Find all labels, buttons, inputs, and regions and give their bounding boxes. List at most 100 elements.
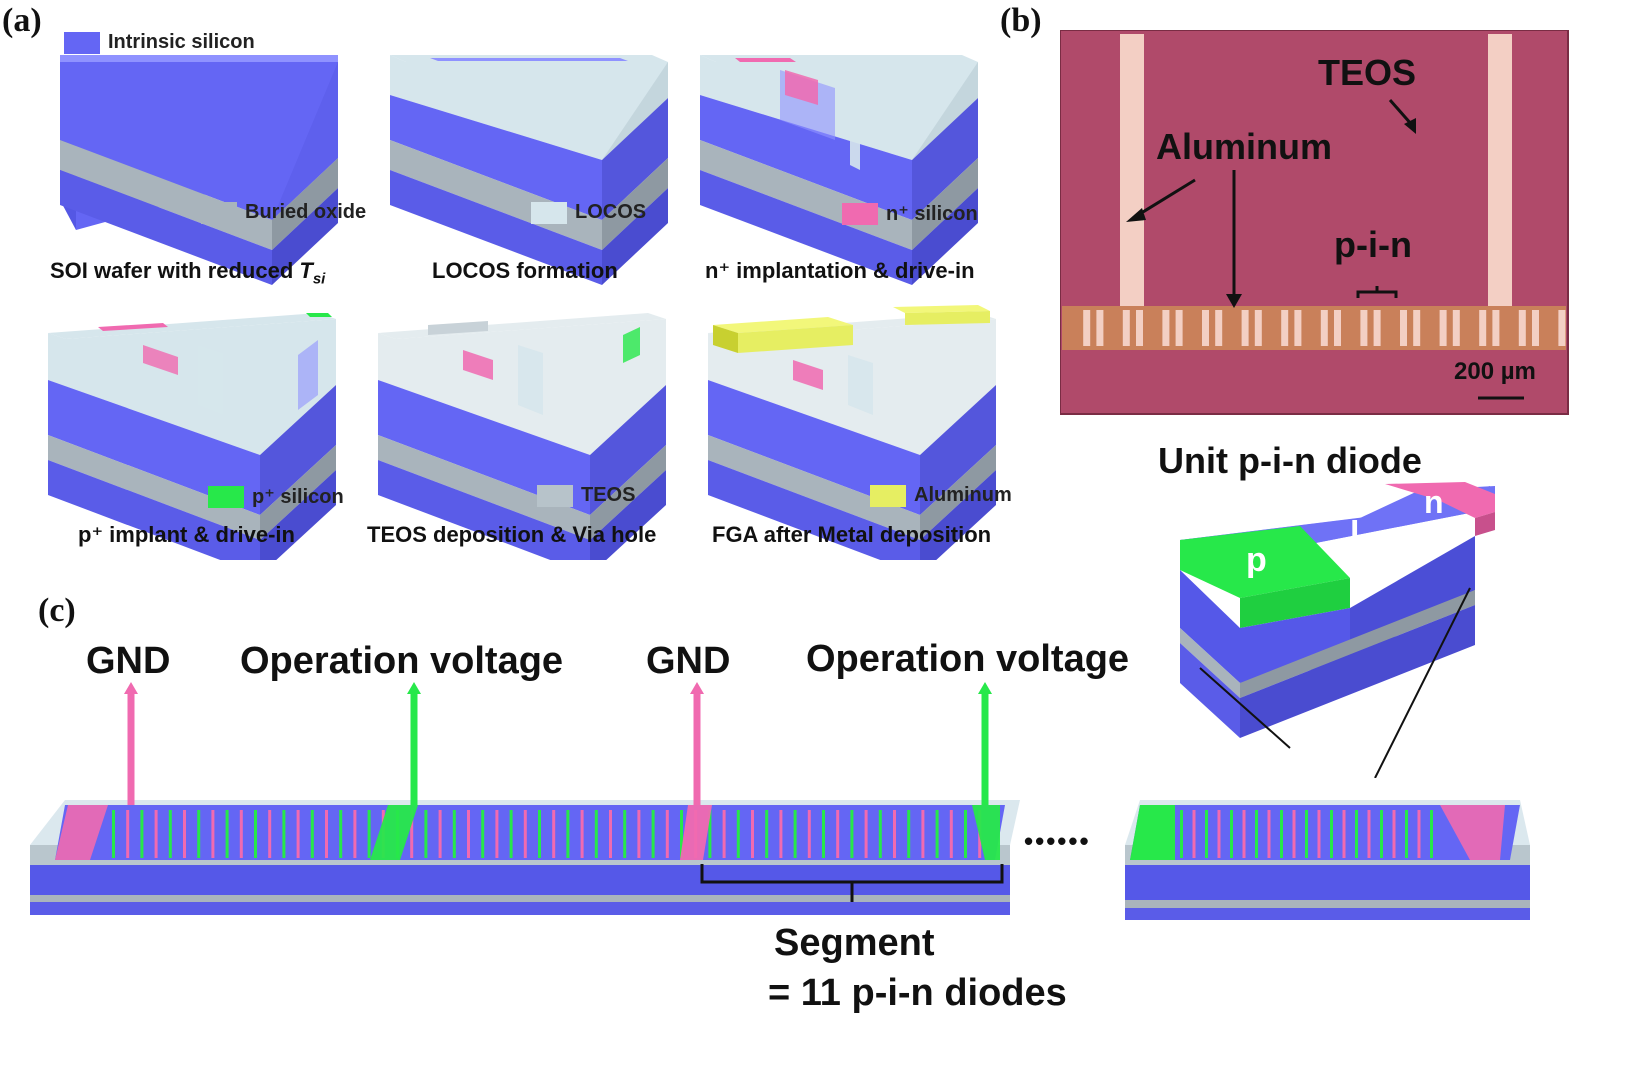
caption-step-3: n⁺ implantation & drive-in: [705, 258, 975, 283]
micrograph-stripe: [1452, 310, 1460, 346]
diode-stripe: [481, 810, 485, 858]
intrinsic-stripe: [215, 810, 223, 858]
diode-stripe: [850, 810, 854, 858]
micrograph-stripe: [1162, 310, 1170, 346]
intrinsic-stripe: [911, 810, 919, 858]
intrinsic-stripe: [158, 810, 166, 858]
op-voltage-label-1: Operation voltage: [240, 640, 564, 682]
intrinsic-stripe: [655, 810, 663, 858]
caption-step-5: TEOS deposition & Via hole: [367, 522, 657, 547]
intrinsic-stripe: [641, 810, 649, 858]
intrinsic-stripe: [882, 810, 890, 858]
intrinsic-stripe: [897, 810, 904, 858]
diode-stripe: [907, 810, 911, 858]
micrograph-stripe: [1281, 310, 1289, 346]
diode-stripe: [168, 810, 172, 858]
diode-stripe: [282, 810, 286, 858]
diode-stripe: [1392, 810, 1396, 858]
diode-stripe: [651, 810, 655, 858]
diode-stripe: [1367, 810, 1371, 858]
segment-label-line-2: = 11 p-i-n diodes: [768, 972, 1067, 1014]
diode-stripe: [225, 810, 229, 858]
diode-stripe: [154, 810, 158, 858]
micrograph-stripe: [1492, 310, 1500, 346]
diode-stripe: [1292, 810, 1296, 858]
micrograph-stripe: [1334, 310, 1341, 346]
diode-stripe: [467, 810, 470, 858]
intrinsic-stripe: [939, 810, 947, 858]
unit-i-label: i: [1350, 508, 1360, 546]
intrinsic-stripe: [556, 810, 564, 858]
intrinsic-stripe: [613, 810, 620, 858]
diode-stripe: [637, 810, 641, 858]
micrograph-stripe: [1083, 310, 1091, 346]
intrinsic-stripe: [300, 810, 308, 858]
diode-stripe: [211, 810, 215, 858]
unit-n-label: n: [1424, 484, 1444, 520]
legend-intrinsic: Intrinsic silicon: [64, 31, 255, 54]
micrograph-segment-stripes: [1083, 310, 1566, 346]
intrinsic-stripe: [357, 810, 365, 858]
intrinsic-stripe: [144, 810, 152, 858]
intrinsic-stripe: [542, 810, 549, 858]
step-1-soi-wafer: [60, 55, 338, 285]
swatch-teos: [537, 484, 573, 507]
diode-stripe: [1342, 810, 1346, 858]
diode-stripe: [424, 810, 428, 858]
swatch-aluminum: [870, 484, 906, 507]
diode-stripe: [1230, 810, 1233, 858]
process-steps-svg: [48, 55, 996, 560]
intrinsic-stripe: [428, 810, 436, 858]
micrograph-stripe: [1400, 310, 1407, 346]
swatch-locos: [531, 201, 567, 224]
diode-stripe: [1355, 810, 1358, 858]
intrinsic-stripe: [584, 810, 592, 858]
gnd-label-2: GND: [646, 640, 731, 682]
intrinsic-stripe: [811, 810, 819, 858]
intrinsic-stripe: [598, 810, 606, 858]
diode-stripe: [1255, 810, 1258, 858]
diode-stripe: [765, 810, 769, 858]
device-array-svg: [30, 682, 1530, 920]
diode-stripe: [410, 810, 414, 858]
intrinsic-stripe: [258, 810, 265, 858]
diode-stripe: [751, 810, 754, 858]
micrograph-stripe: [1413, 310, 1421, 346]
intrinsic-stripe: [130, 810, 138, 858]
diode-stripe: [964, 810, 967, 858]
diode-stripe: [1205, 810, 1208, 858]
diode-stripe: [126, 810, 130, 858]
micrograph-stripe: [1558, 310, 1566, 346]
segment-label-line-1: Segment: [774, 922, 935, 964]
intrinsic-stripe: [116, 810, 123, 858]
diode-stripe: [680, 810, 683, 858]
micrograph-stripe: [1254, 310, 1262, 346]
intrinsic-stripe: [229, 810, 237, 858]
unit-diode-title: Unit p-i-n diode: [1158, 440, 1422, 481]
intrinsic-stripe: [499, 810, 507, 858]
step-4-p-implant: [48, 313, 336, 560]
micrograph-stripe: [1479, 310, 1487, 346]
legend-locos: LOCOS: [531, 201, 646, 224]
micro-label-teos: TEOS: [1318, 52, 1417, 93]
intrinsic-stripe: [925, 810, 933, 858]
micrograph-stripe: [1518, 310, 1526, 346]
short-block-diode-stripes: [1180, 810, 1433, 858]
diode-stripe: [1380, 810, 1383, 858]
intrinsic-stripe: [840, 810, 848, 858]
intrinsic-stripe: [513, 810, 521, 858]
panel-a-label: (a): [2, 2, 42, 39]
diode-stripe: [552, 810, 556, 858]
step-5-teos-via: [378, 313, 666, 560]
diode-stripe: [452, 810, 456, 858]
swatch-p-plus: [208, 485, 244, 508]
micrograph-stripe: [1320, 310, 1328, 346]
intrinsic-stripe: [797, 810, 805, 858]
intrinsic-stripe: [272, 810, 280, 858]
diode-stripe: [893, 810, 896, 858]
legend-teos: TEOS: [537, 484, 635, 507]
intrinsic-stripe: [485, 810, 493, 858]
panel-c-label: (c): [38, 592, 76, 629]
diode-stripe: [566, 810, 570, 858]
diode-stripe: [722, 810, 726, 858]
